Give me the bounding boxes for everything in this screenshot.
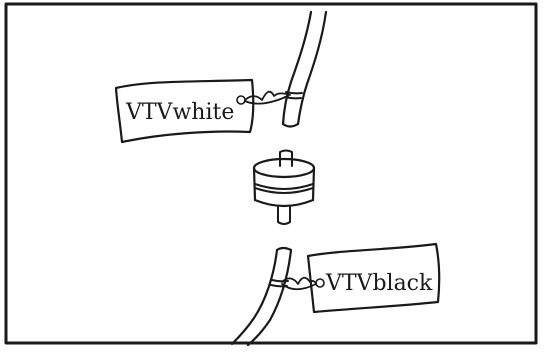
lower-tag-eyelet xyxy=(315,278,325,288)
connector xyxy=(252,149,316,225)
lower-tag-string xyxy=(281,276,317,285)
lower-tag: VTVblack xyxy=(281,242,441,314)
upper-tag-label: VTVwhite xyxy=(125,100,234,125)
upper-tag-eyelet xyxy=(236,95,246,105)
diagram-frame xyxy=(4,2,538,345)
lower-tube xyxy=(230,246,293,347)
upper-tag: VTVwhite xyxy=(114,78,291,144)
lower-tag-label: VTVblack xyxy=(325,271,433,296)
lower-tube-end xyxy=(275,246,293,252)
upper-tube xyxy=(281,10,328,128)
upper-tube-end xyxy=(281,122,300,128)
upper-tag-string xyxy=(244,90,291,101)
